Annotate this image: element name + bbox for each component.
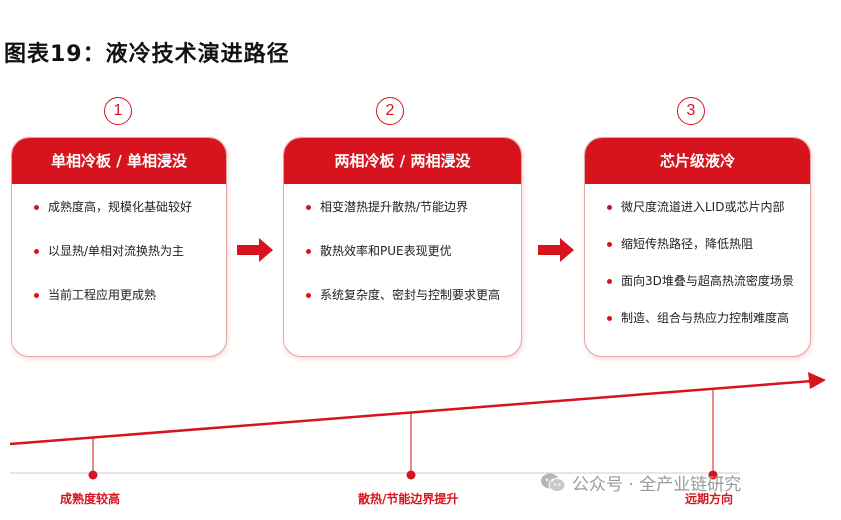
list-item: 以显热/单相对流换热为主 [32,242,226,261]
timeline-label-3: 远期方向 [685,492,734,506]
stage-bullets: 微尺度流道进入LID或芯片内部 缩短传热路径，降低热阻 面向3D堆叠与超高热流密… [585,184,810,328]
timeline-marker-dot [88,470,98,480]
timeline-marker-dot [406,470,416,480]
stage-card-3: 芯片级液冷 微尺度流道进入LID或芯片内部 缩短传热路径，降低热阻 面向3D堆叠… [584,137,811,357]
stage-card-2: 两相冷板 / 两相浸没 相变潜热提升散热/节能边界 散热效率和PUE表现更优 系… [283,137,522,357]
timeline-arrowhead-icon [808,372,826,389]
wechat-icon [541,473,566,492]
arrow-right-icon [237,238,273,262]
stage-bullets: 相变潜热提升散热/节能边界 散热效率和PUE表现更优 系统复杂度、密封与控制要求… [284,184,521,305]
stage-bullets: 成熟度高，规模化基础较好 以显热/单相对流换热为主 当前工程应用更成熟 [12,184,226,305]
watermark-text: 公众号 · 全产业链研究 [572,475,742,495]
figure-title: 图表19：液冷技术演进路径 [4,42,290,67]
list-item: 面向3D堆叠与超高热流密度场景 [605,272,810,291]
timeline-label-2: 散热/节能边界提升 [358,492,459,506]
list-item: 成熟度高，规模化基础较好 [32,198,226,217]
stage-number-2: 2 [376,97,404,125]
timeline-label-1: 成熟度较高 [60,492,121,506]
list-item: 系统复杂度、密封与控制要求更高 [304,286,521,305]
arrow-right-icon [538,238,574,262]
stage-number-1: 1 [104,97,132,125]
timeline [9,372,826,480]
timeline-marker-dot [708,470,718,480]
stage-card-title: 单相冷板 / 单相浸没 [12,138,226,184]
list-item: 当前工程应用更成熟 [32,286,226,305]
list-item: 相变潜热提升散热/节能边界 [304,198,521,217]
stage-number-3: 3 [677,97,705,125]
stage-card-title: 两相冷板 / 两相浸没 [284,138,521,184]
list-item: 制造、组合与热应力控制难度高 [605,309,810,328]
watermark: 公众号 · 全产业链研究 [540,470,741,495]
list-item: 缩短传热路径，降低热阻 [605,235,810,254]
list-item: 微尺度流道进入LID或芯片内部 [605,198,810,217]
stage-card-1: 单相冷板 / 单相浸没 成熟度高，规模化基础较好 以显热/单相对流换热为主 当前… [11,137,227,357]
list-item: 散热效率和PUE表现更优 [304,242,521,261]
stage-card-title: 芯片级液冷 [585,138,810,184]
